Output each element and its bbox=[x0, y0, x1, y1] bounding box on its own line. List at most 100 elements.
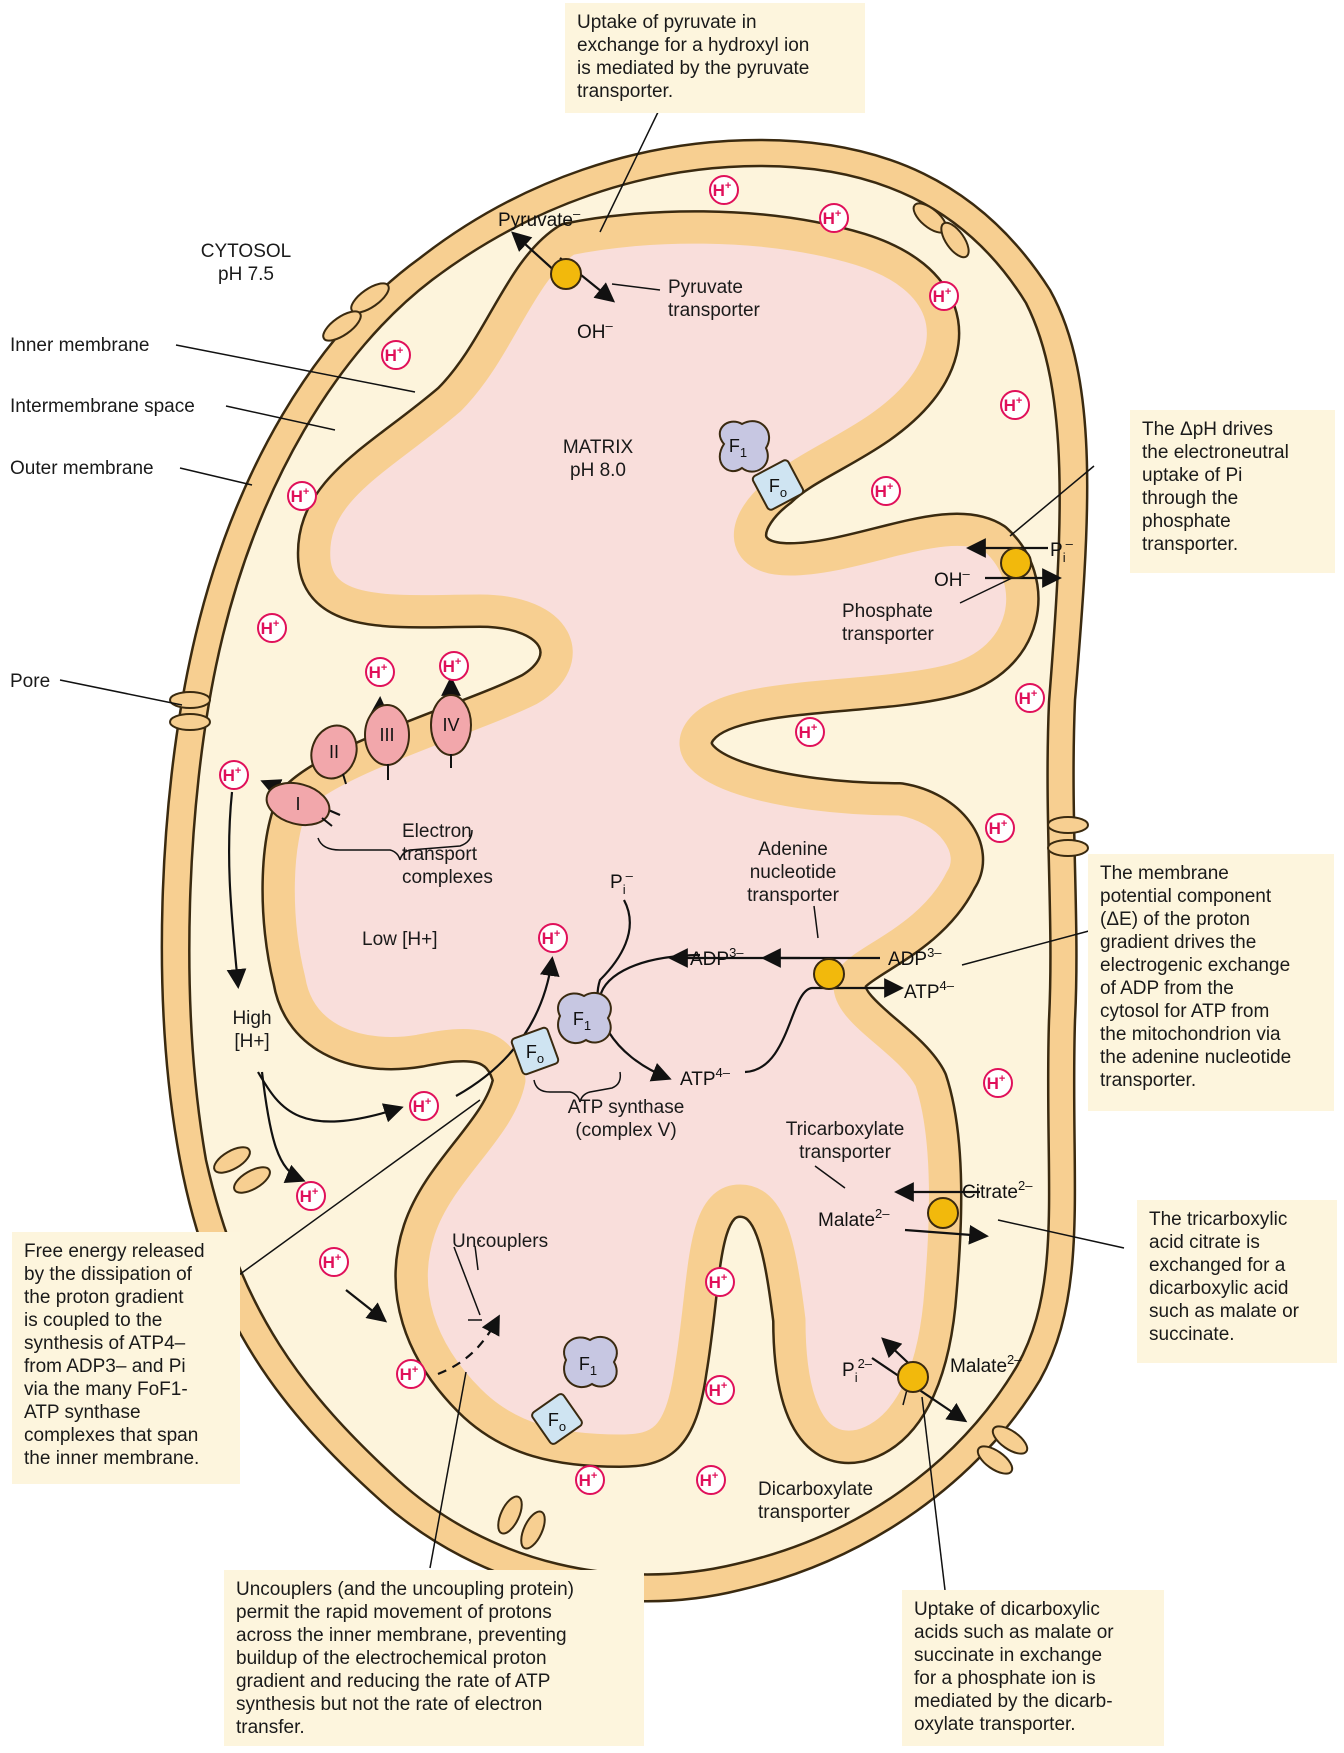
callout-fe-line-6: from ADP3– and Pi bbox=[24, 1355, 228, 1378]
pore-label: Pore bbox=[10, 670, 50, 693]
callout-phosphate-line-1: The ΔpH drives bbox=[1142, 418, 1323, 441]
callout-di-line-6: oxylate transporter. bbox=[914, 1713, 1152, 1736]
etc-line-1: Electron bbox=[402, 820, 493, 843]
cytosol-name: CYTOSOL bbox=[196, 240, 296, 263]
callout-unc-line-3: across the inner membrane, preventing bbox=[236, 1624, 632, 1647]
callout-phosphate: The ΔpH drives the electroneutral uptake… bbox=[1130, 410, 1335, 573]
matrix-label: MATRIX pH 8.0 bbox=[548, 436, 648, 482]
callout-tri-line-4: dicarboxylic acid bbox=[1149, 1277, 1325, 1300]
callout-fe-line-9: complexes that span bbox=[24, 1424, 228, 1447]
callout-mp-line-1: The membrane bbox=[1100, 862, 1322, 885]
tricarboxylate-transporter-label: Tricarboxylate transporter bbox=[770, 1118, 920, 1164]
dicarboxylate-transporter-label: Dicarboxylate transporter bbox=[758, 1478, 873, 1524]
intermembrane-space-label: Intermembrane space bbox=[10, 395, 195, 418]
adenine-transporter-line-2: nucleotide bbox=[728, 861, 858, 884]
phosphate-transporter-line-2: transporter bbox=[842, 623, 934, 646]
callout-unc-line-5: gradient and reducing the rate of ATP bbox=[236, 1670, 632, 1693]
callout-fe-line-3: the proton gradient bbox=[24, 1286, 228, 1309]
phosphate-transporter bbox=[1001, 548, 1031, 578]
callout-phosphate-line-3: uptake of Pi bbox=[1142, 464, 1323, 487]
callout-di-line-3: succinate in exchange bbox=[914, 1644, 1152, 1667]
callout-mp-line-7: cytosol for ATP from bbox=[1100, 1000, 1322, 1023]
callout-mp-line-3: (ΔE) of the proton bbox=[1100, 908, 1322, 931]
etc-label: Electron transport complexes bbox=[402, 820, 493, 889]
callout-mp-line-8: the mitochondrion via bbox=[1100, 1023, 1322, 1046]
matrix-ph: pH 8.0 bbox=[548, 459, 648, 482]
pyruvate-transporter bbox=[551, 259, 581, 289]
phosphate-transporter-line-1: Phosphate bbox=[842, 600, 934, 623]
tricarboxylate-transporter bbox=[928, 1198, 958, 1228]
callout-tricarboxylic: The tricarboxylic acid citrate is exchan… bbox=[1137, 1200, 1337, 1363]
outer-membrane-label: Outer membrane bbox=[10, 457, 154, 480]
callout-phosphate-line-6: transporter. bbox=[1142, 533, 1323, 556]
pyruvate-transporter-line-2: transporter bbox=[668, 299, 760, 322]
adenine-transporter-line-1: Adenine bbox=[728, 838, 858, 861]
atp-synthase-label: ATP synthase (complex V) bbox=[556, 1096, 696, 1142]
callout-di-line-5: mediated by the dicarb- bbox=[914, 1690, 1152, 1713]
callout-mp-line-5: electrogenic exchange bbox=[1100, 954, 1322, 977]
adenine-nucleotide-transporter bbox=[814, 959, 844, 989]
pyruvate-label: Pyruvate– bbox=[498, 206, 581, 231]
etc-line-2: transport bbox=[402, 843, 493, 866]
callout-fe-line-2: by the dissipation of bbox=[24, 1263, 228, 1286]
phosphate-transporter-label: Phosphate transporter bbox=[842, 600, 934, 646]
callout-fe-line-5: synthesis of ATP4– bbox=[24, 1332, 228, 1355]
callout-tri-line-2: acid citrate is bbox=[1149, 1231, 1325, 1254]
cytosol-ph: pH 7.5 bbox=[196, 263, 296, 286]
callout-tri-line-5: such as malate or bbox=[1149, 1300, 1325, 1323]
callout-fe-line-10: the inner membrane. bbox=[24, 1447, 228, 1470]
callout-unc-line-2: permit the rapid movement of protons bbox=[236, 1601, 632, 1624]
callout-mp-line-6: of ADP from the bbox=[1100, 977, 1322, 1000]
callout-free-energy: Free energy released by the dissipation … bbox=[12, 1232, 240, 1484]
callout-di-line-1: Uptake of dicarboxylic bbox=[914, 1598, 1152, 1621]
callout-unc-line-6: synthesis but not the rate of electron bbox=[236, 1693, 632, 1716]
callout-mp-line-9: the adenine nucleotide bbox=[1100, 1046, 1322, 1069]
pyruvate-transporter-label: Pyruvate transporter bbox=[668, 276, 760, 322]
callout-di-line-4: for a phosphate ion is bbox=[914, 1667, 1152, 1690]
dicarboxylate-transporter-line-1: Dicarboxylate bbox=[758, 1478, 873, 1501]
callout-fe-line-1: Free energy released bbox=[24, 1240, 228, 1263]
callout-dicarboxylic: Uptake of dicarboxylic acids such as mal… bbox=[902, 1590, 1164, 1746]
callout-mp-line-4: gradient drives the bbox=[1100, 931, 1322, 954]
adenine-transporter-label: Adenine nucleotide transporter bbox=[728, 838, 858, 907]
adenine-transporter-line-3: transporter bbox=[728, 884, 858, 907]
complex-IV-label: IV bbox=[442, 715, 459, 735]
tricarboxylate-transporter-line-2: transporter bbox=[770, 1141, 920, 1164]
matrix-name: MATRIX bbox=[548, 436, 648, 459]
callout-phosphate-line-5: phosphate bbox=[1142, 510, 1323, 533]
callout-unc-line-4: buildup of the electrochemical proton bbox=[236, 1647, 632, 1670]
callout-tri-line-3: exchanged for a bbox=[1149, 1254, 1325, 1277]
high-h-line-1: High bbox=[222, 1007, 282, 1030]
uncouplers-label: Uncouplers bbox=[452, 1230, 548, 1253]
callout-membrane-potential: The membrane potential component (ΔE) of… bbox=[1088, 854, 1334, 1111]
callout-fe-line-7: via the many FoF1- bbox=[24, 1378, 228, 1401]
callout-uncouplers: Uncouplers (and the uncoupling protein) … bbox=[224, 1570, 644, 1746]
callout-mp-line-2: potential component bbox=[1100, 885, 1322, 908]
high-h-label: High [H+] bbox=[222, 1007, 282, 1053]
callout-pyruvate-line-4: transporter. bbox=[577, 80, 853, 103]
dicarboxylate-transporter bbox=[898, 1362, 928, 1392]
callout-phosphate-line-4: through the bbox=[1142, 487, 1323, 510]
atp-synthase-line-1: ATP synthase bbox=[556, 1096, 696, 1119]
callout-unc-line-7: transfer. bbox=[236, 1716, 632, 1739]
dicarboxylate-transporter-line-2: transporter bbox=[758, 1501, 873, 1524]
callout-tri-line-1: The tricarboxylic bbox=[1149, 1208, 1325, 1231]
callout-pyruvate-line-3: is mediated by the pyruvate bbox=[577, 57, 853, 80]
callout-fe-line-8: ATP synthase bbox=[24, 1401, 228, 1424]
cytosol-label: CYTOSOL pH 7.5 bbox=[196, 240, 296, 286]
complex-III-label: III bbox=[379, 725, 394, 745]
complex-I-label: I bbox=[295, 794, 300, 814]
callout-tri-line-6: succinate. bbox=[1149, 1323, 1325, 1346]
pyruvate-transporter-line-1: Pyruvate bbox=[668, 276, 760, 299]
callout-pyruvate: Uptake of pyruvate in exchange for a hyd… bbox=[565, 3, 865, 113]
inner-membrane-label: Inner membrane bbox=[10, 334, 149, 357]
callout-unc-line-1: Uncouplers (and the uncoupling protein) bbox=[236, 1578, 632, 1601]
tricarboxylate-transporter-line-1: Tricarboxylate bbox=[770, 1118, 920, 1141]
callout-mp-line-10: transporter. bbox=[1100, 1069, 1322, 1092]
complex-II-label: II bbox=[329, 742, 339, 762]
etc-line-3: complexes bbox=[402, 866, 493, 889]
callout-phosphate-line-2: the electroneutral bbox=[1142, 441, 1323, 464]
callout-fe-line-4: is coupled to the bbox=[24, 1309, 228, 1332]
callout-pyruvate-line-2: exchange for a hydroxyl ion bbox=[577, 34, 853, 57]
